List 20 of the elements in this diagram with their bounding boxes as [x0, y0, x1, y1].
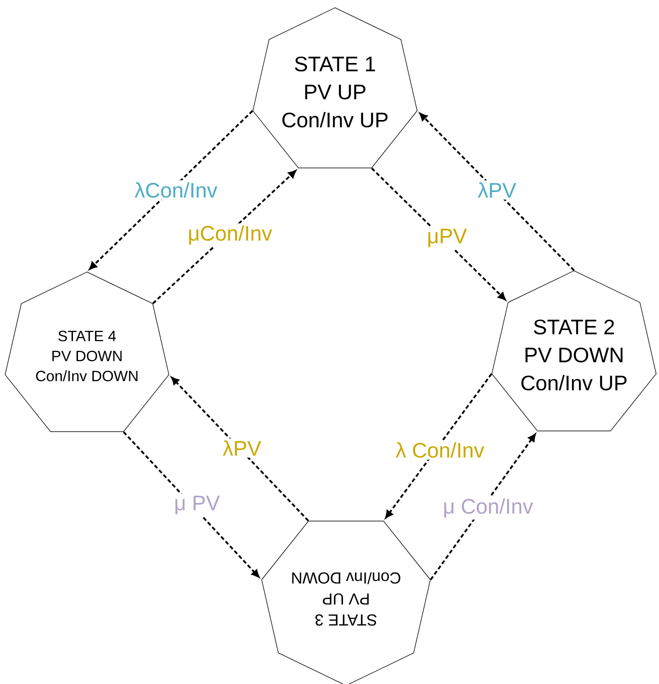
state-heptagon: STATE 1 PV UP Con/Inv UP	[252, 7, 418, 168]
edge-label: μ Con/Inv	[440, 496, 536, 520]
arrow	[419, 112, 575, 272]
state-heptagon: STATE 4 PV DOWN Con/Inv DOWN	[4, 272, 170, 432]
edge-label: λ Con/Inv	[394, 440, 486, 460]
edge-label: μCon/Inv	[186, 223, 274, 247]
arrow	[371, 168, 506, 300]
edge-label: λPV	[476, 180, 518, 200]
edge-label: λCon/Inv	[132, 180, 220, 200]
arrow	[152, 170, 296, 304]
arrow	[122, 431, 260, 578]
state-heptagon: STATE 2 PV DOWN Con/Inv UP	[492, 270, 656, 432]
edge-label: μPV	[424, 226, 470, 250]
arrow	[385, 373, 492, 518]
arrow	[89, 110, 254, 270]
arrow	[171, 376, 309, 522]
arrow	[430, 434, 536, 580]
state-heptagon: STATE 3 PV UP Con/Inv DOWN	[261, 520, 431, 684]
edge-label: μ PV	[172, 494, 222, 516]
edge-label: λPV	[220, 438, 264, 458]
